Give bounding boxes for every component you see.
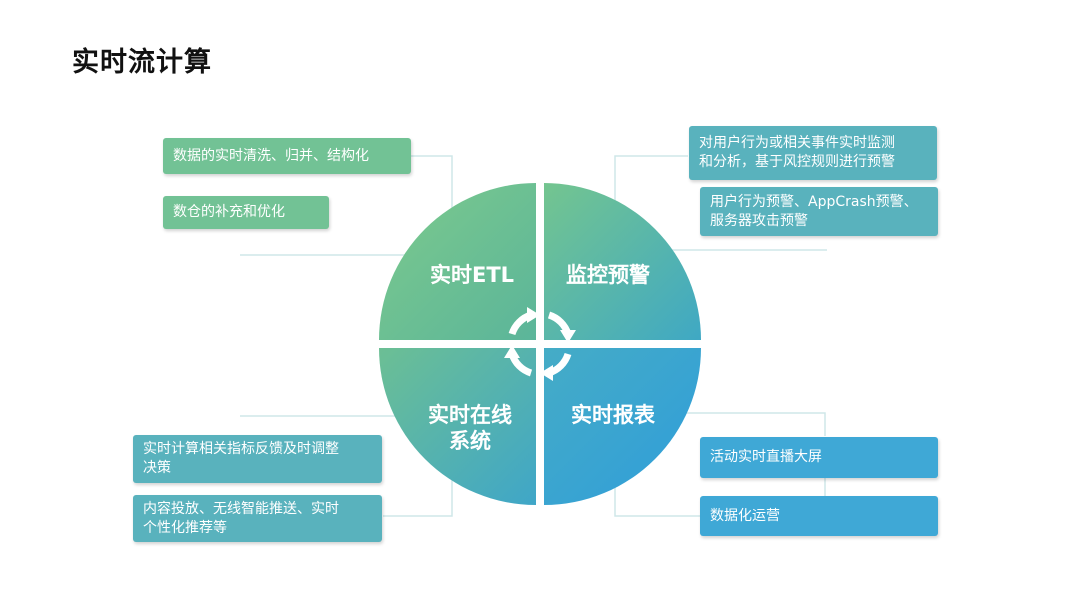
online-item-feedback: 实时计算相关指标反馈及时调整 决策: [133, 435, 382, 483]
monitor-item-analysis: 对用户行为或相关事件实时监测 和分析，基于风控规则进行预警: [689, 126, 937, 180]
cycle-arrows-icon: [508, 311, 572, 377]
report-item-dashboard: 活动实时直播大屏: [700, 437, 938, 478]
quadrant-label-report: 实时报表: [571, 403, 655, 427]
quadrant-monitor-shape: [544, 183, 701, 340]
page-title: 实时流计算: [72, 47, 212, 78]
quadrant-label-online: 实时在线 系统: [428, 403, 512, 453]
etl-item-cleaning: 数据的实时清洗、归并、结构化: [163, 138, 411, 174]
connector-bottom-right: [620, 412, 826, 436]
online-item-recommend: 内容投放、无线智能推送、实时 个性化推荐等: [133, 495, 382, 542]
quadrant-label-monitor: 监控预警: [566, 263, 650, 287]
quadrant-etl-shape: [379, 183, 536, 340]
quadrant-report-shape: [544, 348, 701, 505]
etl-item-warehouse: 数仓的补充和优化: [163, 196, 329, 229]
quadrant-online-shape: [379, 348, 536, 505]
report-item-operations: 数据化运营: [700, 496, 938, 536]
quadrant-label-etl: 实时ETL: [429, 263, 515, 287]
monitor-item-alerts: 用户行为预警、AppCrash预警、 服务器攻击预警: [700, 187, 938, 236]
